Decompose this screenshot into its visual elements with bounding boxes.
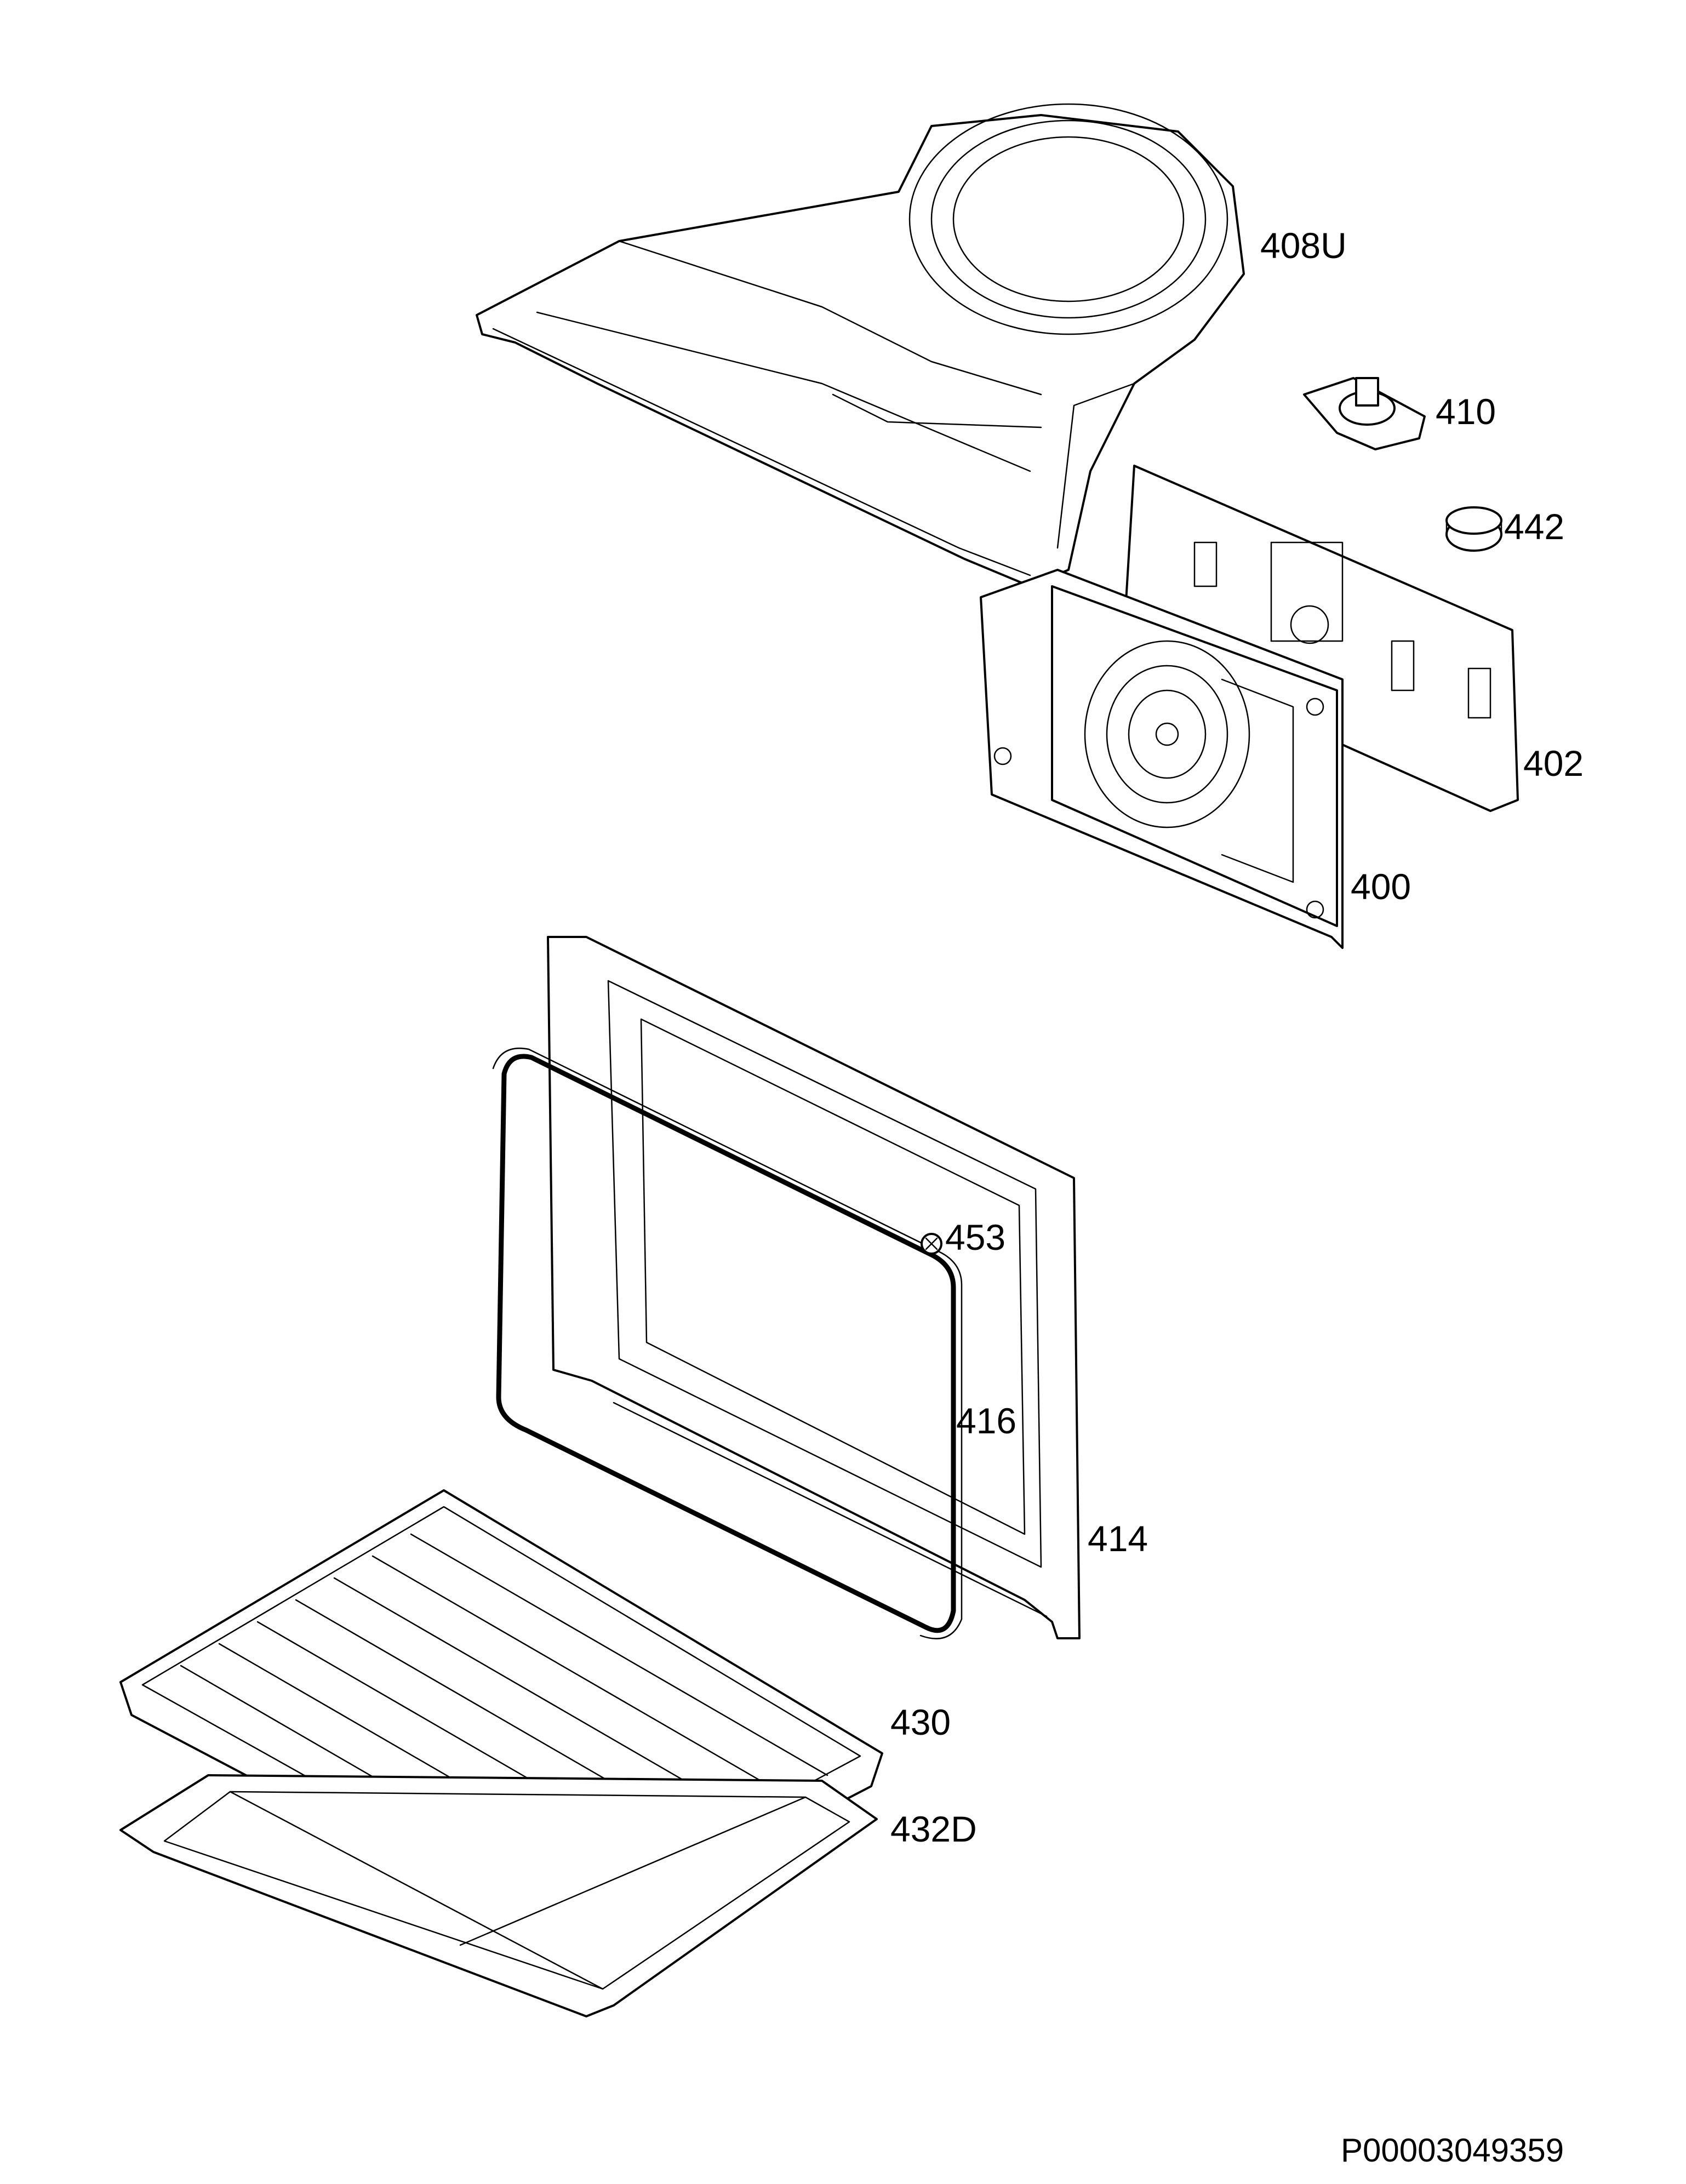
part-label-410: 410 — [1436, 391, 1496, 432]
part-414-door-frame — [547, 936, 1081, 1639]
part-400-fan-cover — [980, 569, 1344, 949]
part-453-screw — [921, 1233, 942, 1255]
part-label-432d: 432D — [890, 1809, 977, 1849]
part-label-414: 414 — [1088, 1518, 1148, 1559]
part-label-400: 400 — [1351, 866, 1411, 907]
part-label-402: 402 — [1523, 743, 1584, 784]
part-432d-baking-tray — [119, 1774, 878, 2017]
part-416-door-gasket — [492, 1047, 963, 1639]
part-label-453: 453 — [945, 1217, 1006, 1257]
part-label-416: 416 — [956, 1400, 1017, 1441]
part-label-442: 442 — [1504, 506, 1565, 547]
part-442-cap — [1445, 506, 1502, 552]
document-id: P00003049359 — [1341, 2132, 1564, 2169]
part-label-430: 430 — [890, 1702, 951, 1742]
part-408u-air-duct — [476, 103, 1245, 587]
part-label-408u: 408U — [1260, 225, 1347, 266]
part-410-motor-mount — [1303, 377, 1426, 450]
